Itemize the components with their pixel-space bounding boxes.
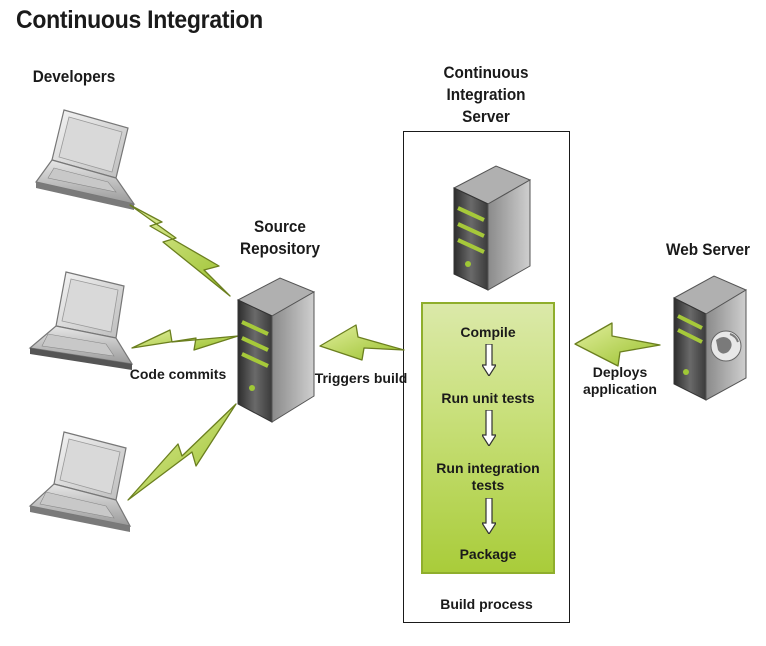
laptop-icon: [34, 109, 136, 210]
diagram-title: Continuous Integration: [16, 6, 263, 34]
laptop-icon: [28, 431, 132, 532]
source-repository-label: Source Repository: [226, 216, 334, 260]
down-arrow-icon: [482, 498, 496, 534]
code-commits-label: Code commits: [129, 366, 227, 382]
source-repository-label-line1: Source: [254, 217, 306, 236]
ci-server-label-line3: Server: [462, 107, 510, 126]
ci-server-label: Continuous Integration Server: [423, 62, 549, 128]
developers-label: Developers: [32, 67, 116, 86]
build-process-box: Compile Run unit tests Run integration t…: [421, 302, 555, 574]
deploys-label-line2: application: [583, 381, 657, 397]
step-package: Package: [459, 546, 517, 562]
step-run-unit-tests: Run unit tests: [441, 390, 535, 406]
ci-server-label-line2: Integration: [446, 85, 526, 104]
server-icon: [452, 165, 532, 291]
deploys-label-line1: Deploys: [592, 364, 648, 380]
lightning-connector-icon: [131, 329, 239, 351]
step-run-integration-tests: Run integration tests: [436, 460, 540, 493]
build-process-label: Build process: [440, 596, 533, 612]
web-server-icon: [672, 275, 748, 401]
lightning-connector-icon: [574, 322, 661, 367]
down-arrow-icon: [482, 410, 496, 446]
source-repository-label-line2: Repository: [240, 239, 320, 258]
web-server-label: Web Server: [666, 240, 750, 259]
step-compile: Compile: [460, 324, 516, 340]
lightning-connector-icon: [129, 204, 231, 297]
down-arrow-icon: [482, 344, 496, 376]
lightning-connector-icon: [319, 324, 405, 361]
laptop-icon: [28, 271, 134, 370]
ci-server-label-line1: Continuous: [443, 63, 529, 82]
triggers-build-label: Triggers build: [314, 370, 408, 386]
lightning-connector-icon: [127, 403, 237, 501]
globe-icon: [710, 330, 742, 362]
deploys-application-label: Deploys application: [572, 364, 668, 398]
ci-server-box: [403, 131, 570, 623]
server-icon: [236, 277, 316, 423]
